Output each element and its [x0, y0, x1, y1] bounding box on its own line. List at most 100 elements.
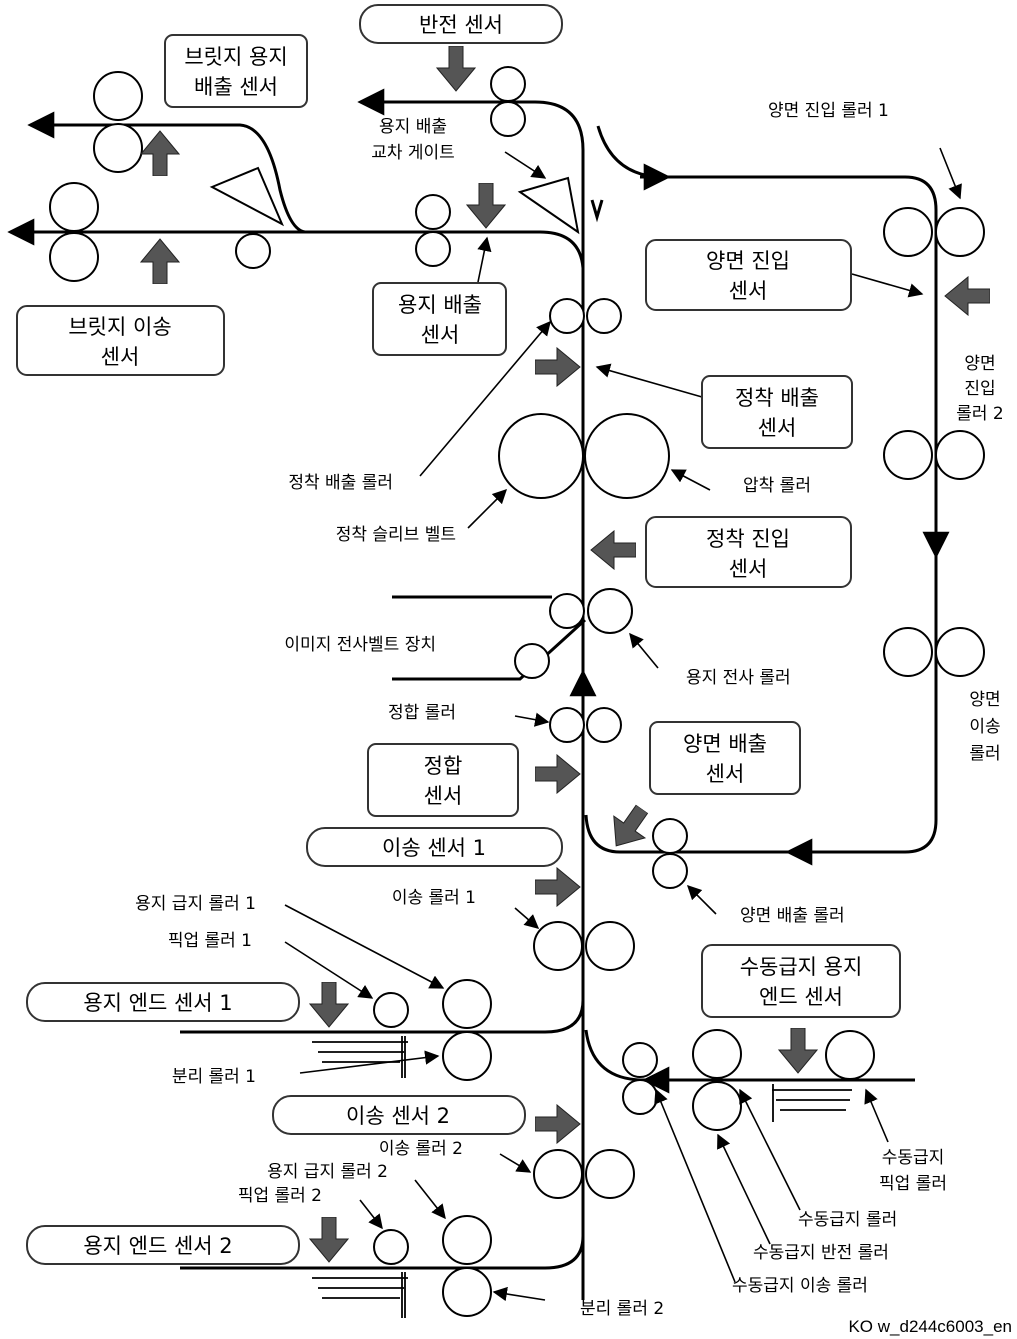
feed-roller-2-label: 용지 급지 롤러 2	[267, 1162, 388, 1182]
duplex-transport-roller	[883, 627, 985, 677]
pickup-roller-2-label: 픽업 롤러 2	[238, 1186, 322, 1206]
duplex-exit-sensor-label-1: 양면 배출	[683, 732, 767, 756]
duplex-exit-sensor-box: 양면 배출 센서	[649, 721, 801, 795]
duplex-exit-sensor-label-2: 센서	[706, 762, 745, 786]
duplex-entry-sensor-label-2: 센서	[729, 279, 768, 303]
fusing-exit-sensor-label-1: 정착 배출	[735, 386, 819, 410]
paper-end-sensor-1-label: 용지 엔드 센서 1	[83, 991, 232, 1015]
pressure-roller-label: 압착 롤러	[743, 476, 811, 496]
feed-separation-roller-1	[442, 979, 492, 1081]
fusing-exit-sensor-box: 정착 배출 센서	[701, 375, 853, 449]
main-vertical-path	[357, 88, 585, 1300]
fusing-entry-sensor-box: 정착 진입 센서	[645, 516, 852, 588]
duplex-transport-roller-label-1: 양면	[969, 690, 1000, 710]
bridge-transport-sensor-box: 브릿지 이송 센서	[16, 305, 225, 376]
transport-sensor-2-arrow	[535, 1104, 581, 1144]
exit-junction-gate-label-2: 교차 게이트	[371, 143, 455, 163]
duplex-entry-roller-2-label-2: 진입	[964, 379, 995, 399]
tray1-path	[180, 999, 585, 1034]
bypass-paper-end-sensor-box: 수동급지 용지 엔드 센서	[701, 944, 901, 1018]
feed-separation-roller-2	[442, 1215, 492, 1317]
paper-exit-sensor-box: 용지 배출 센서	[372, 282, 507, 356]
paper-end-sensor-2-label: 용지 엔드 센서 2	[83, 1234, 232, 1258]
bypass-feed-roller-label: 수동급지 롤러	[798, 1210, 897, 1230]
bridge-transport-roller-pair	[49, 182, 99, 282]
registration-roller-pair	[549, 707, 622, 743]
bypass-end-sensor-arrow	[778, 1028, 818, 1074]
bypass-paper-end-sensor-label-2: 엔드 센서	[759, 985, 843, 1009]
rollers	[49, 66, 985, 1317]
exit-branch-path	[7, 218, 585, 269]
component-labels: 용지 배출 교차 게이트 양면 진입 롤러 1 양면 진입 롤러 2 정착 배출…	[135, 101, 1004, 1319]
reverse-roller-pair	[490, 66, 526, 137]
transport-sensor-1-box: 이송 센서 1	[306, 827, 563, 867]
bypass-pickup-roller-label-2: 픽업 롤러	[879, 1174, 947, 1194]
gates	[209, 166, 604, 235]
transport-roller-2	[533, 1149, 635, 1199]
fusing-sleeve-belt	[498, 413, 584, 499]
sensor-boxes: 반전 센서 브릿지 용지 배출 센서 브릿지 이송 센서 용지 배출 센서 양면…	[16, 4, 901, 1265]
paper-paths	[7, 88, 950, 1300]
paper-exit-roller-pair	[415, 194, 451, 267]
bypass-paper-end-sensor-label-1: 수동급지 용지	[740, 955, 863, 979]
pressure-roller	[584, 413, 670, 499]
paper-end-sensor-2-box: 용지 엔드 센서 2	[26, 1225, 300, 1265]
bridge-exit-sensor-label-1: 브릿지 용지	[184, 45, 287, 69]
exit-junction-gate-label-1: 용지 배출	[379, 117, 447, 137]
duplex-transport-roller-label-3: 롤러	[969, 744, 1000, 764]
registration-sensor-label-1: 정합	[424, 754, 463, 778]
bridge-transport-sensor-label-2: 센서	[101, 345, 140, 369]
leader-lines	[284, 147, 962, 1302]
transport-sensor-2-box: 이송 센서 2	[272, 1095, 526, 1135]
duplex-entry-roller-1-label: 양면 진입 롤러 1	[768, 101, 889, 121]
pickup-roller-1-label: 픽업 롤러 1	[168, 931, 252, 951]
duplex-top-path	[584, 175, 938, 854]
itb-roller-small	[514, 643, 550, 679]
feed-roller-1-label: 용지 급지 롤러 1	[135, 894, 256, 914]
paper-exit-sensor-label-2: 센서	[421, 323, 460, 347]
tray2-stack	[312, 1272, 408, 1318]
bypass-transport-roller-label: 수동급지 이송 롤러	[732, 1276, 868, 1296]
pickup-roller-2	[373, 1229, 409, 1265]
transport-sensor-1-arrow	[535, 867, 581, 907]
fusing-entry-sensor-arrow	[590, 530, 636, 570]
itb-belt-lower	[392, 618, 587, 681]
reverse-sensor-label: 반전 센서	[419, 13, 503, 37]
duplex-exit-roller	[652, 818, 688, 889]
bridge-exit-sensor-label-2: 배출 센서	[194, 75, 278, 99]
duplex-entry-sensor-label-1: 양면 진입	[706, 249, 790, 273]
exit-junction-gate	[517, 176, 580, 235]
fusing-entry-sensor-label-1: 정착 진입	[706, 527, 790, 551]
fusing-exit-roller-label: 정착 배출 롤러	[288, 473, 393, 493]
itb-roller-large	[549, 593, 585, 629]
duplex-exit-sensor-arrow	[600, 797, 659, 858]
pickup-roller-1	[373, 992, 409, 1028]
transfer-roller-label: 용지 전사 롤러	[686, 668, 791, 688]
registration-sensor-box: 정합 센서	[367, 743, 519, 817]
paper-exit-sensor-label-1: 용지 배출	[398, 293, 482, 317]
bridge-exit-sensor-arrow	[140, 130, 180, 176]
duplex-entry-roller-2-label-1: 양면	[964, 354, 995, 374]
bypass-transport-roller-pair	[622, 1042, 658, 1115]
duplex-entry-sensor-box: 양면 진입 센서	[645, 239, 852, 311]
duplex-entry-curve	[596, 125, 661, 179]
tray1-stack	[312, 1036, 408, 1078]
bridge-gate	[209, 166, 285, 227]
registration-sensor-label-2: 센서	[424, 784, 463, 808]
reverse-sensor-arrow	[436, 46, 476, 92]
duplex-entry-sensor-arrow	[944, 276, 990, 316]
bypass-pickup-roller-label-1: 수동급지	[882, 1148, 945, 1168]
registration-sensor-arrow	[535, 754, 581, 794]
figure-code: KO w_d244c6003_en	[848, 1317, 1012, 1336]
bypass-stack	[772, 1084, 852, 1122]
tray1-end-sensor-arrow	[309, 982, 349, 1028]
bridge-upper-path	[27, 111, 306, 234]
bridge-transport-sensor-label-1: 브릿지 이송	[68, 315, 171, 339]
duplex-entry-roller-1	[883, 207, 985, 257]
fusing-exit-roller-pair	[549, 298, 622, 334]
junction-gate-tip	[590, 199, 604, 223]
bridge-transport-sensor-arrow	[140, 238, 180, 284]
registration-roller-label: 정합 롤러	[388, 703, 456, 723]
bypass-reverse-roller-label: 수동급지 반전 롤러	[753, 1243, 889, 1263]
